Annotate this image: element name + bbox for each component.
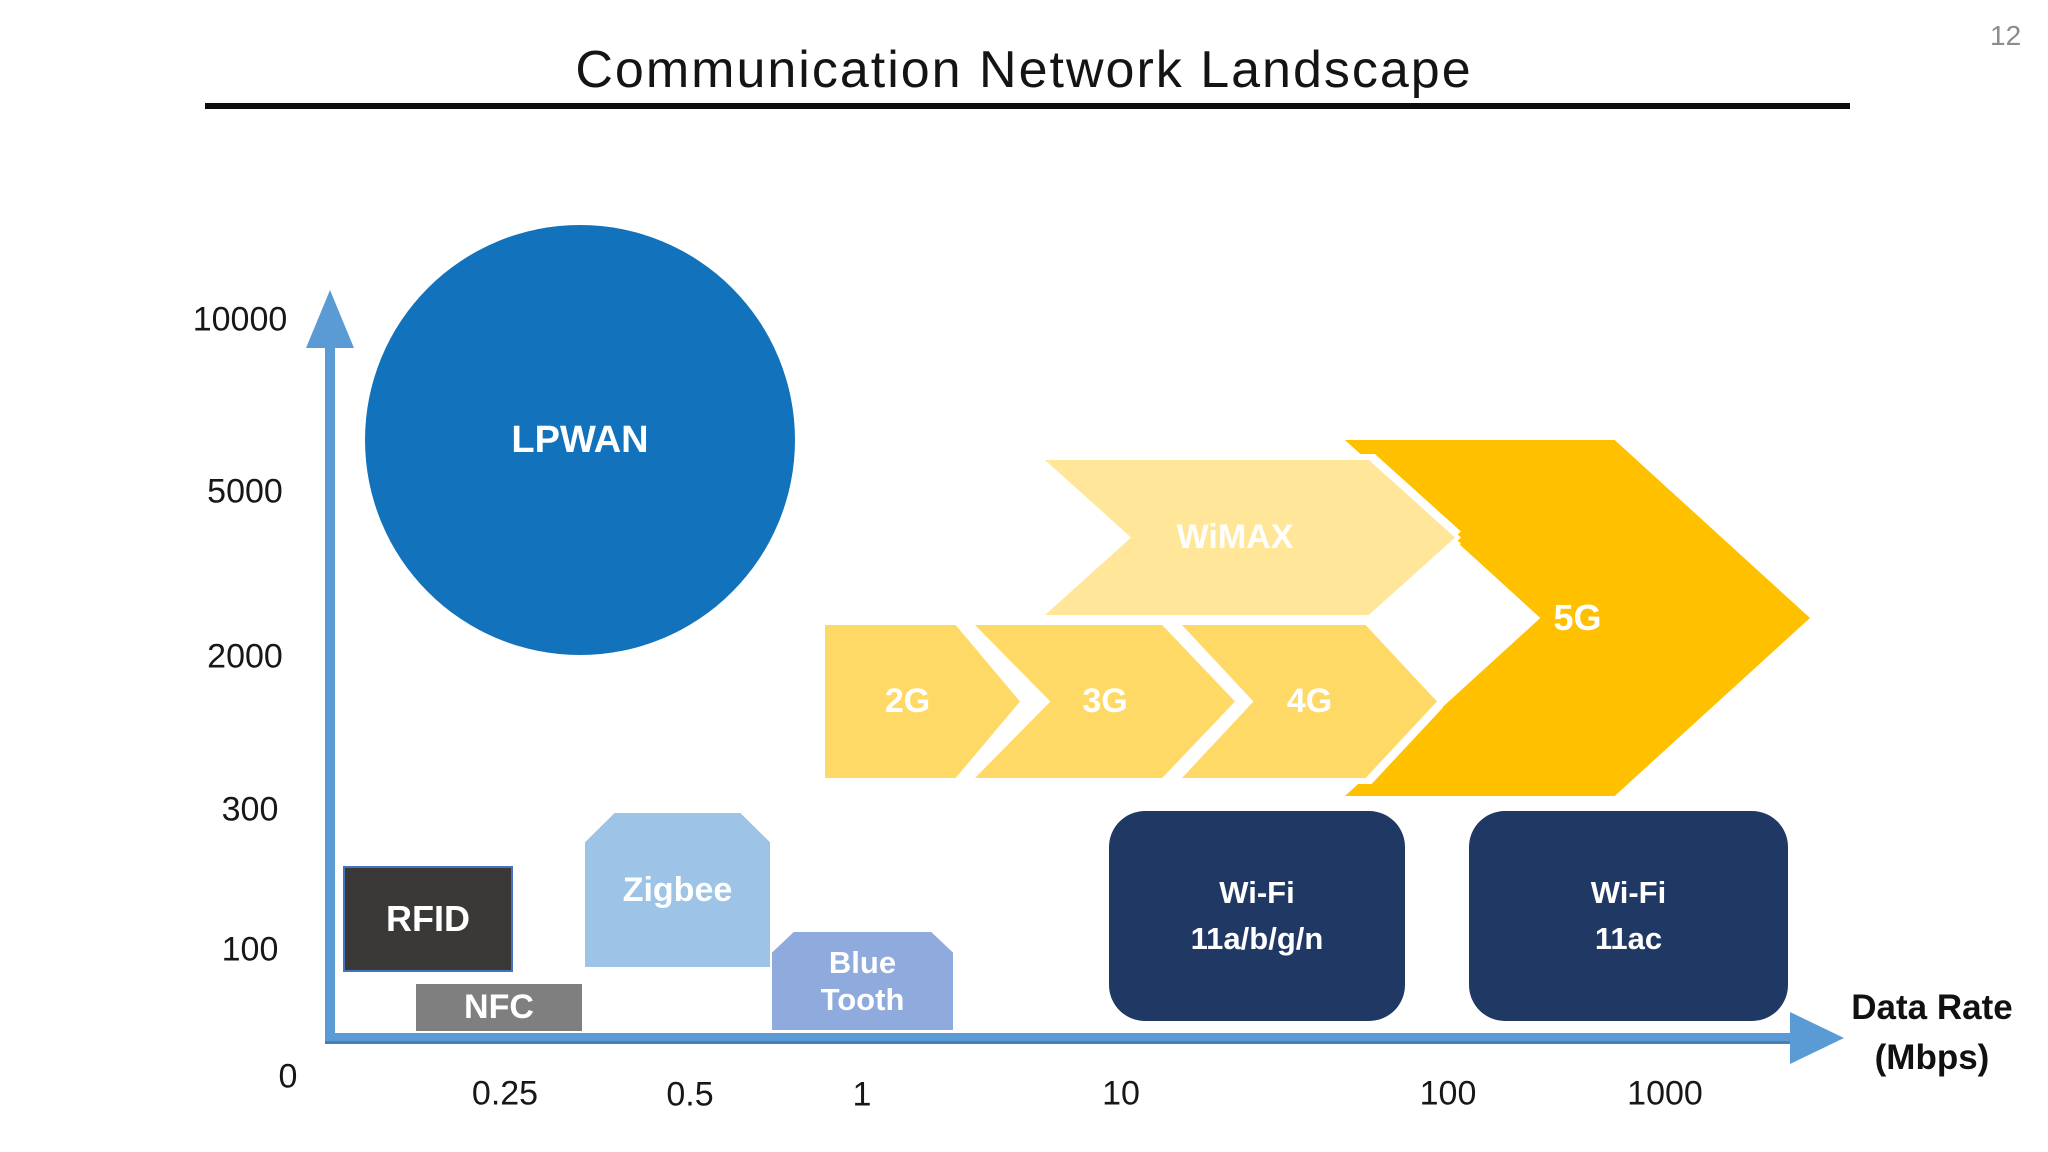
y-tick-300: 300 — [221, 790, 279, 829]
y-tick-2000: 2000 — [207, 637, 283, 676]
y-tick-10000: 10000 — [192, 300, 288, 339]
y-axis-arrowhead-icon — [306, 290, 354, 348]
x-tick-0.25: 0.25 — [471, 1074, 539, 1113]
x-axis-label-line1: Data Rate — [1851, 988, 2013, 1027]
label-4g: 4G — [1286, 682, 1333, 720]
shape-wifi-ac-box: Wi-Fi 11ac — [1469, 811, 1788, 1021]
shape-3g-arrow: 3G — [975, 625, 1235, 778]
label-2g: 2G — [884, 682, 931, 720]
label-wifi-ac-line2: 11ac — [1594, 921, 1663, 956]
shape-zigbee-box: Zigbee — [585, 813, 770, 967]
x-tick-0.5: 0.5 — [666, 1075, 714, 1114]
title-underline — [205, 103, 1850, 109]
label-zigbee: Zigbee — [622, 870, 733, 909]
x-tick-1000: 1000 — [1627, 1074, 1703, 1113]
label-lpwan: LPWAN — [511, 418, 649, 461]
x-tick-100: 100 — [1419, 1074, 1477, 1113]
shape-rfid-box: RFID — [343, 866, 513, 972]
label-wifi-abgn-line1: Wi-Fi — [1219, 875, 1295, 910]
y-tick-5000: 5000 — [207, 472, 283, 511]
shape-2g-arrow: 2G — [825, 625, 1020, 778]
label-3g: 3G — [1082, 682, 1128, 720]
label-rfid: RFID — [386, 898, 470, 939]
label-wifi-abgn-line2: 11a/b/g/n — [1190, 921, 1324, 956]
label-wimax: WiMAX — [1176, 518, 1294, 556]
label-nfc: NFC — [464, 988, 534, 1026]
y-axis-line — [325, 336, 335, 1043]
shape-wifi-abgn-box: Wi-Fi 11a/b/g/n — [1109, 811, 1405, 1021]
x-tick-10: 10 — [1102, 1074, 1140, 1113]
y-tick-0: 0 — [278, 1057, 298, 1096]
x-axis-label-line2: (Mbps) — [1874, 1038, 1990, 1077]
shape-lpwan-circle: LPWAN — [365, 225, 795, 655]
label-5g: 5G — [1553, 597, 1602, 638]
shape-bluetooth-box: Blue Tooth — [772, 932, 953, 1030]
y-tick-100: 100 — [221, 930, 279, 969]
label-bluetooth-line2: Tooth — [820, 982, 905, 1017]
slide-title: Communication Network Landscape — [575, 41, 1473, 99]
label-bluetooth-line1: Blue — [828, 944, 897, 980]
label-wifi-ac-line1: Wi-Fi — [1590, 875, 1667, 910]
x-axis-arrowhead-icon — [1790, 1012, 1844, 1064]
shape-4g-arrow: 4G — [1182, 625, 1437, 778]
shape-nfc-box: NFC — [416, 984, 582, 1031]
shape-wimax-arrow: WiMAX — [1045, 460, 1455, 615]
x-axis-line — [325, 1033, 1793, 1044]
x-tick-1: 1 — [852, 1075, 872, 1114]
page-number: 12 — [1990, 20, 2022, 51]
